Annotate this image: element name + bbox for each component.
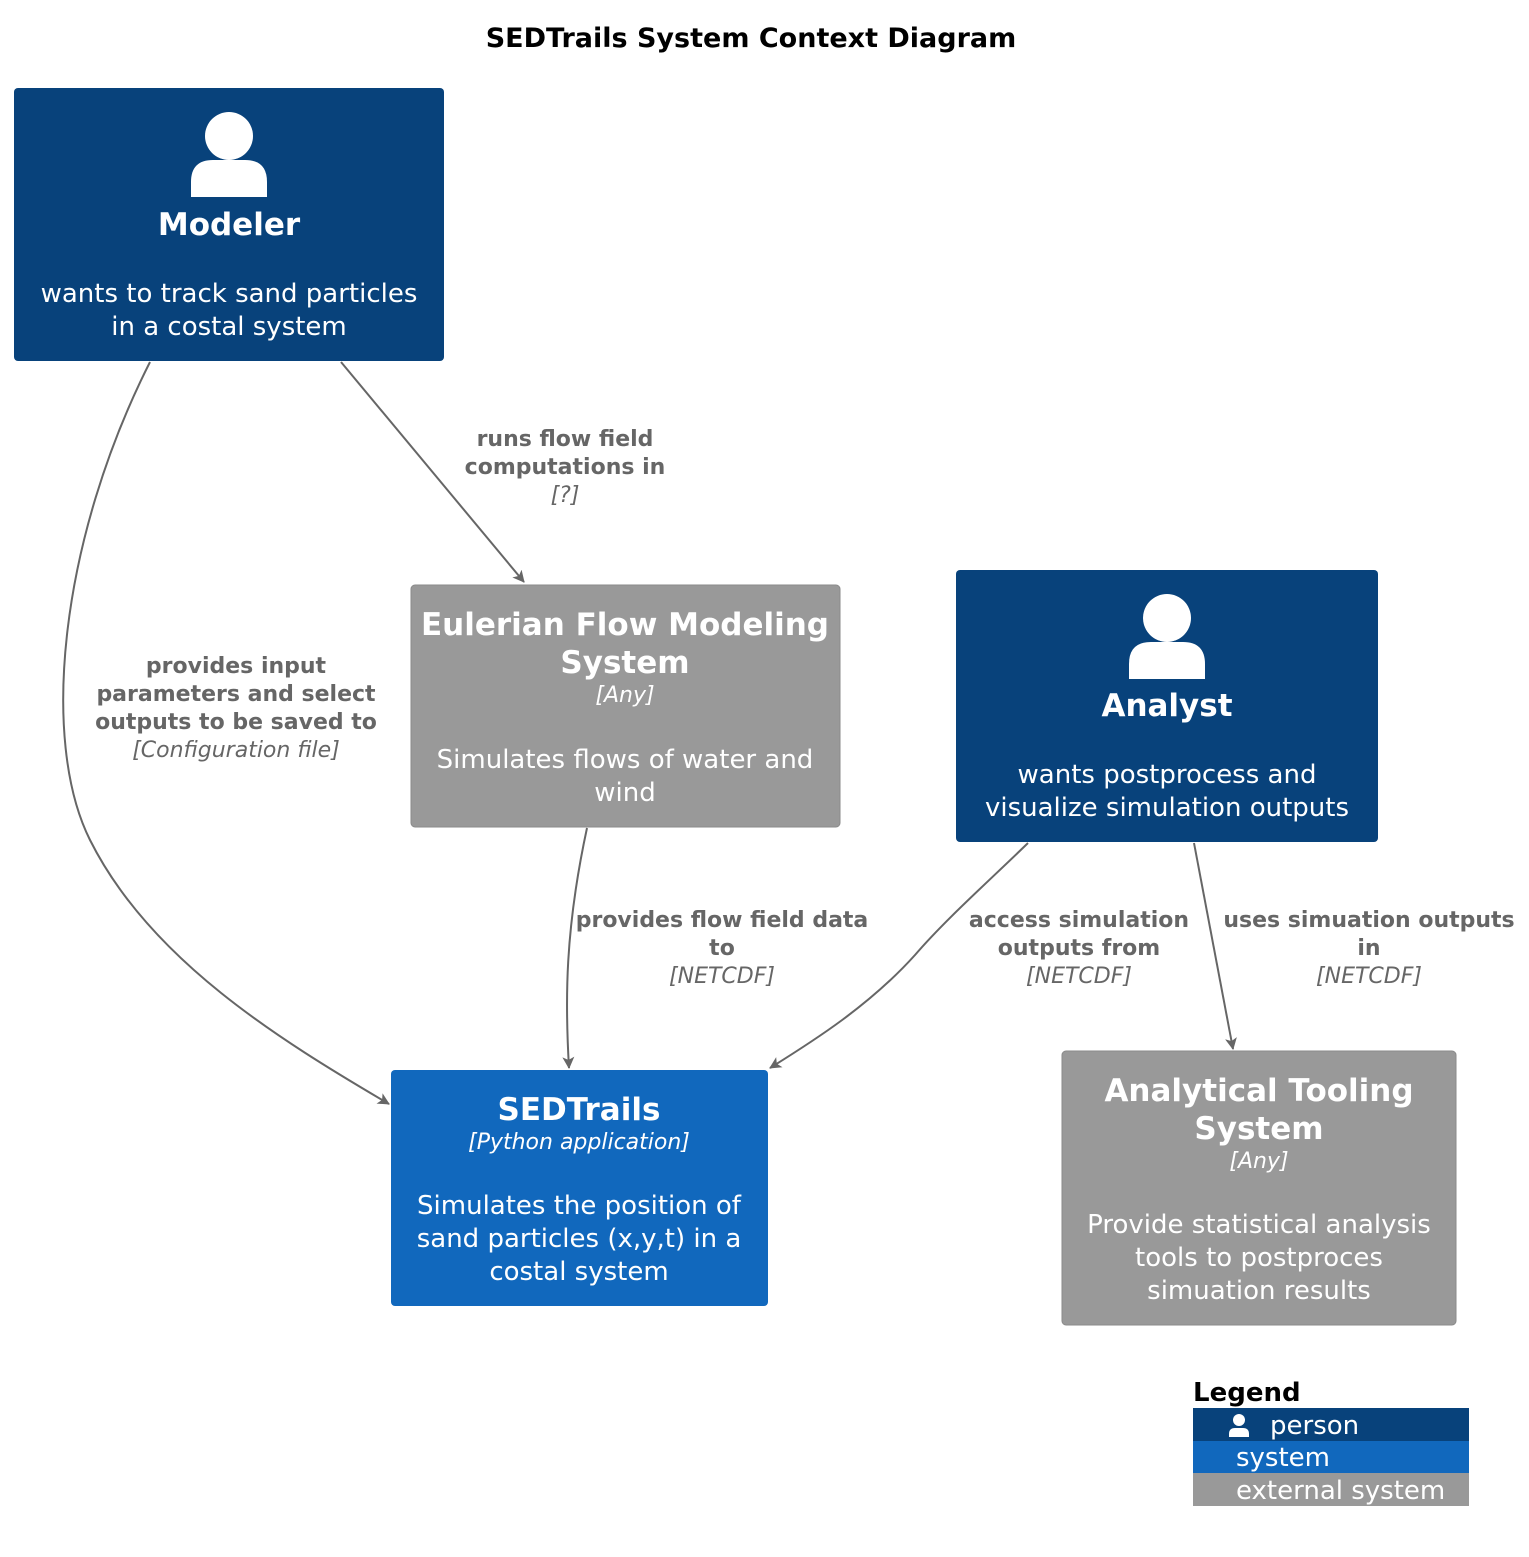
edge-analyst-to-sedtrails: access simulation outputs from [NETCDF] <box>769 842 1189 1069</box>
node-description: sand particles (x,y,t) in a <box>417 1224 742 1254</box>
edge-technology: [NETCDF] <box>1026 964 1132 989</box>
edge-eulerian-to-sedtrails: provides flow field data to [NETCDF] <box>562 827 869 1069</box>
node-description: costal system <box>489 1257 668 1287</box>
node-title: SEDTrails <box>498 1092 661 1128</box>
legend-title: Legend <box>1193 1378 1301 1408</box>
person-icon <box>191 112 267 197</box>
legend-label: external system <box>1236 1476 1445 1506</box>
edge-label: outputs to be saved to <box>95 710 377 735</box>
edge-label: computations in <box>465 455 666 480</box>
node-box <box>1061 1050 1457 1326</box>
node-modeler[interactable]: Modeler wants to track sand particles in… <box>14 88 444 361</box>
legend-label: person <box>1270 1411 1359 1441</box>
node-technology: [Any] <box>1229 1149 1288 1174</box>
edge-line <box>340 361 525 583</box>
diagram-title: SEDTrails System Context Diagram <box>486 23 1017 54</box>
node-description: in a costal system <box>111 312 347 342</box>
legend: Legend person system external system <box>1193 1378 1469 1506</box>
node-box <box>14 88 444 361</box>
edge-label: to <box>709 936 735 961</box>
edge-label: runs flow field <box>477 427 654 452</box>
node-title: Modeler <box>158 207 301 243</box>
node-box <box>391 1070 768 1306</box>
node-title: System <box>1194 1111 1323 1147</box>
person-icon <box>1129 594 1205 679</box>
node-title: Analytical Tooling <box>1104 1073 1413 1109</box>
edge-technology: [NETCDF] <box>669 964 775 989</box>
legend-item-external-system: external system <box>1193 1473 1469 1506</box>
person-icon <box>1229 1414 1249 1437</box>
edge-label: parameters and select <box>96 682 376 707</box>
edge-label: outputs from <box>998 936 1160 961</box>
node-box <box>956 570 1378 842</box>
node-title: Analyst <box>1101 688 1232 724</box>
node-box <box>410 584 841 828</box>
node-description: visualize simulation outputs <box>985 793 1349 823</box>
node-description: wants postprocess and <box>1018 760 1317 790</box>
edge-label: in <box>1357 936 1380 961</box>
node-description: simuation results <box>1147 1276 1371 1306</box>
node-description: Provide statistical analysis <box>1087 1210 1431 1240</box>
edge-technology: [Configuration file] <box>132 738 340 763</box>
node-description: wants to track sand particles <box>41 279 418 309</box>
node-description: wind <box>594 778 655 808</box>
node-analytical-tooling-system[interactable]: Analytical Tooling System [Any] Provide … <box>1061 1050 1457 1326</box>
edge-technology: [?] <box>551 483 580 508</box>
edge-modeler-to-eulerian: runs flow field computations in [?] <box>340 361 666 583</box>
edge-line <box>769 842 1029 1069</box>
node-analyst[interactable]: Analyst wants postprocess and visualize … <box>956 570 1378 842</box>
node-eulerian-flow-modeling-system[interactable]: Eulerian Flow Modeling System [Any] Simu… <box>410 584 841 828</box>
node-title: Eulerian Flow Modeling <box>421 607 829 643</box>
edge-modeler-to-sedtrails: provides input parameters and select out… <box>62 361 390 1105</box>
edge-label: access simulation <box>969 908 1189 933</box>
node-description: Simulates flows of water and <box>437 745 814 775</box>
edge-label: provides flow field data <box>576 908 869 933</box>
node-technology: [Any] <box>595 683 654 708</box>
edge-line <box>1193 842 1237 1050</box>
edge-line <box>62 361 390 1105</box>
node-description: tools to postproces <box>1135 1243 1383 1273</box>
edge-label: provides input <box>146 654 327 679</box>
legend-item-system: system <box>1193 1441 1469 1473</box>
node-description: Simulates the position of <box>417 1191 742 1221</box>
edge-line <box>562 827 588 1069</box>
legend-swatch <box>1193 1473 1469 1506</box>
legend-label: system <box>1236 1443 1330 1473</box>
edge-label: uses simuation outputs <box>1223 908 1514 933</box>
legend-item-person: person <box>1193 1408 1469 1441</box>
node-title: System <box>560 645 689 681</box>
node-sedtrails[interactable]: SEDTrails [Python application] Simulates… <box>391 1070 768 1306</box>
edge-analyst-to-analytical: uses simuation outputs in [NETCDF] <box>1193 842 1515 1050</box>
legend-swatch <box>1193 1441 1469 1473</box>
node-technology: [Python application] <box>468 1130 690 1155</box>
edge-technology: [NETCDF] <box>1316 964 1422 989</box>
